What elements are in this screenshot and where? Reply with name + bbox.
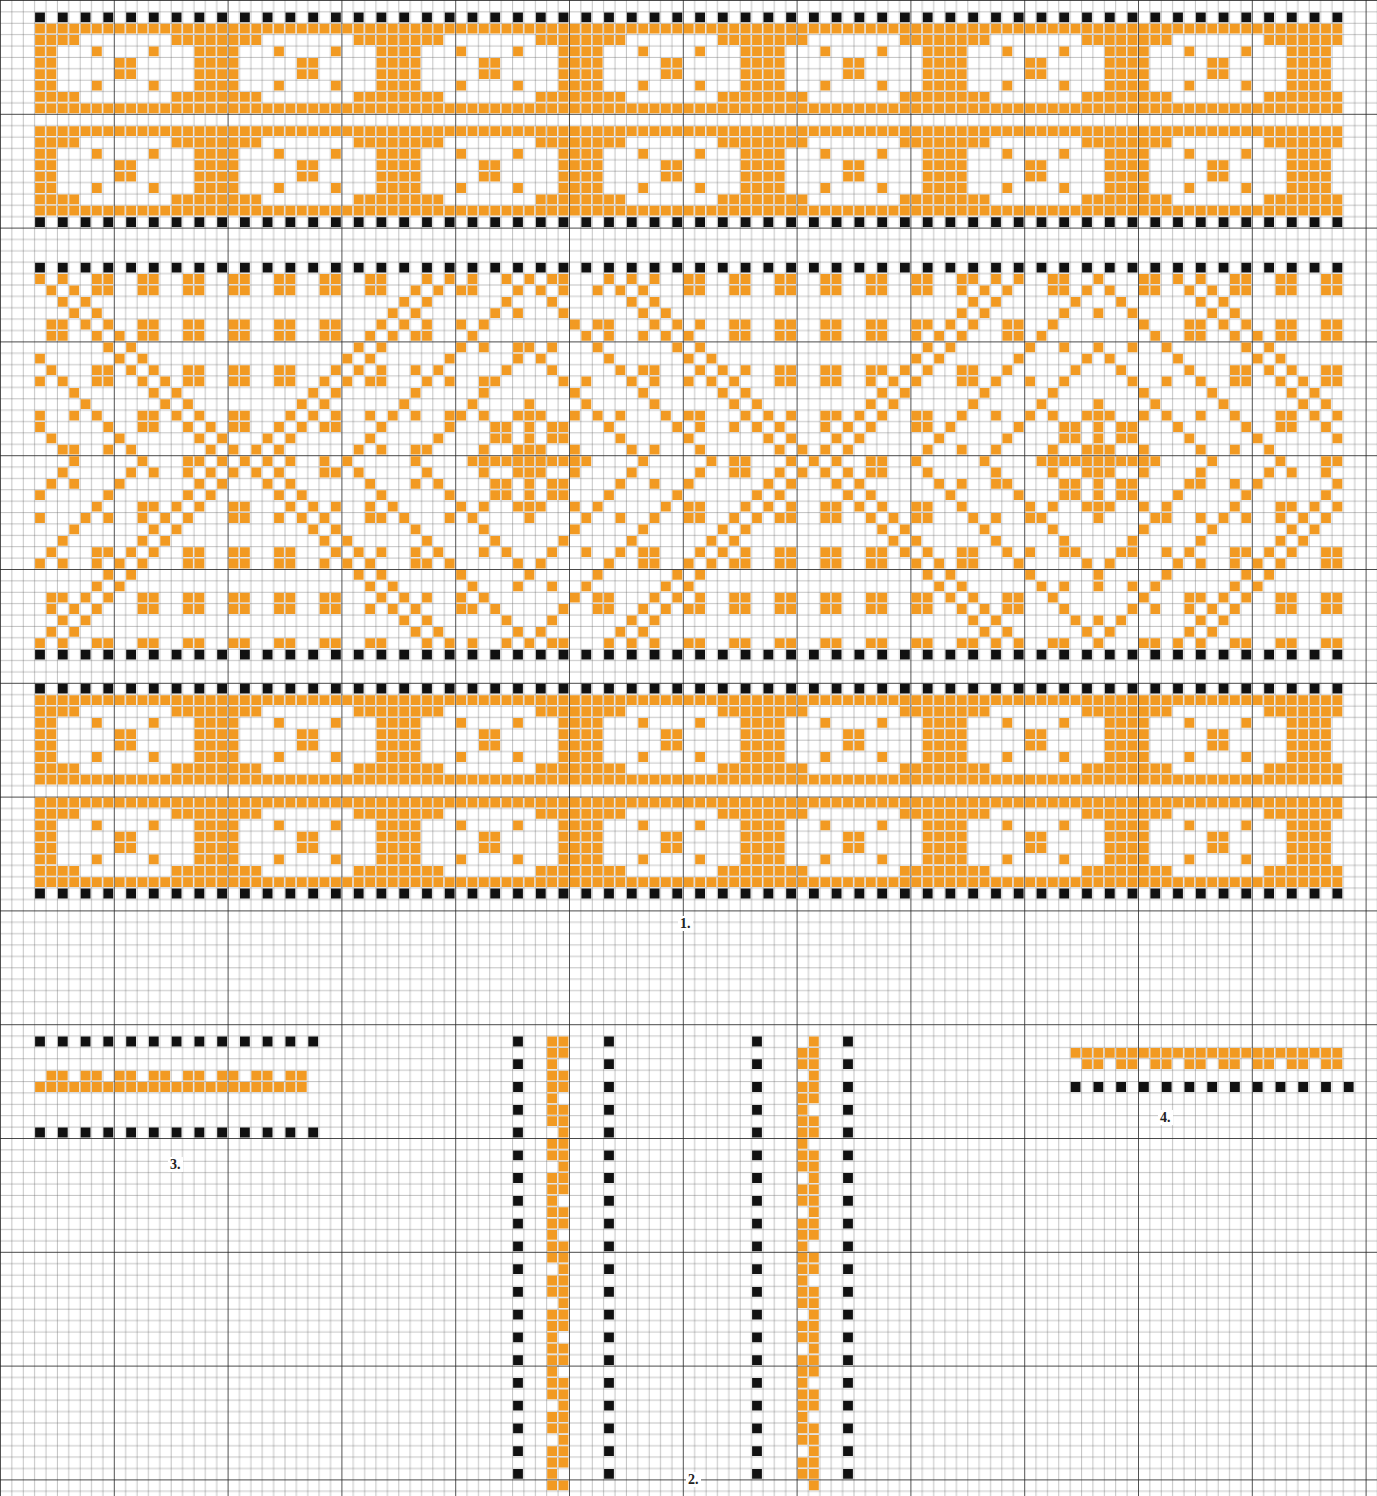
figure-number: 2.	[686, 1472, 701, 1487]
pattern-stitches	[35, 24, 1342, 1490]
border-marks	[35, 12, 1354, 1478]
figure-number: 4.	[1158, 1110, 1173, 1125]
figure-number: 1.	[678, 916, 693, 931]
figure-number: 3.	[168, 1157, 183, 1172]
